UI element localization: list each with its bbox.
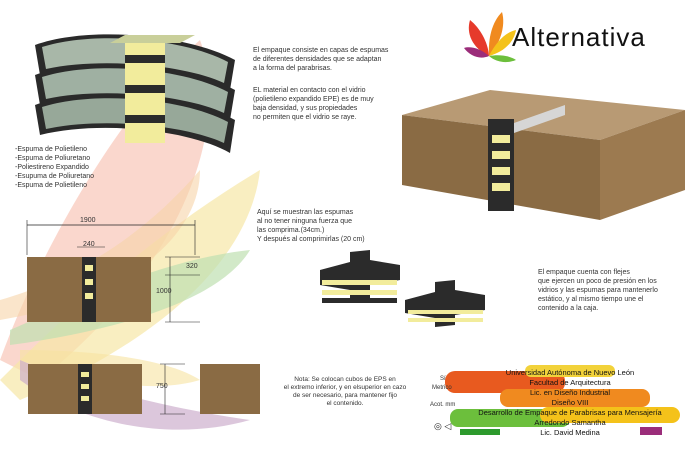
foam-gap — [488, 119, 514, 211]
projection-symbol-icon: ◎ ◁ — [434, 421, 452, 431]
dim-top-label: 320 — [186, 263, 198, 270]
logo-text: Alternativa — [512, 22, 646, 52]
windshield-stack-render — [35, 34, 235, 153]
credit-line: Desarrollo de Empaque de Parabrisas para… — [478, 408, 662, 417]
dim-width-label: 1900 — [80, 217, 96, 224]
acot-label: Acot. mm — [430, 402, 456, 408]
intro-paragraph-2: EL material en contacto con el vidrio (p… — [253, 87, 374, 121]
layer-item: -Poliestireno Expandido — [15, 164, 89, 171]
layer-list: -Espuma de Polietileno -Espuma de Poliur… — [15, 145, 135, 190]
metric-mark: Sí — [440, 376, 446, 382]
layer-item: -Espuma de Poliuretano — [15, 155, 91, 162]
credit-line: Universidad Autónoma de Nuevo León — [505, 368, 635, 377]
dimension-drawing — [26, 220, 200, 323]
footer-color-bars — [445, 365, 680, 435]
dim-gap-label: 240 — [83, 241, 95, 248]
foam-note: Aquí se muestran las espumas al no tener… — [257, 209, 365, 243]
credit-line: Arredondo Samantha — [534, 418, 606, 427]
intro-paragraph-1: El empaque consiste en capas de espumas … — [253, 47, 389, 72]
layer-item: -Espuma de Polietileno — [15, 182, 87, 189]
eps-note: Nota: Se colocan cubos de EPS en el extr… — [283, 376, 407, 407]
foam-piece-compressed — [405, 280, 485, 327]
layer-item: -Espuma de Polietileno — [15, 146, 87, 153]
layer-item: -Esupuma de Poliuretano — [15, 173, 94, 180]
credit-line: Facultad de Arquitectura — [529, 378, 611, 387]
credit-line: Lic. en Diseño Industrial — [529, 388, 611, 397]
logo: Alternativa — [462, 8, 692, 63]
foam-pieces-render — [320, 250, 485, 327]
strap-note: El empaque cuenta con flejes que ejercen… — [538, 269, 658, 312]
footer-credits: Universidad Autónoma de Nuevo León Facul… — [455, 368, 685, 438]
credit-line: Lic. David Medina — [540, 428, 600, 437]
dim-bottom-label: 750 — [156, 383, 168, 390]
metric-label: Metrico — [432, 385, 452, 391]
box-render — [402, 90, 685, 220]
dim-height-label: 1000 — [156, 288, 172, 295]
section-view-drawing — [28, 363, 260, 415]
flower-logo-icon — [464, 12, 516, 63]
credit-line: Diseño VIII — [551, 398, 589, 407]
foam-cross-stack — [110, 35, 195, 143]
foam-piece-uncompressed — [320, 250, 400, 303]
